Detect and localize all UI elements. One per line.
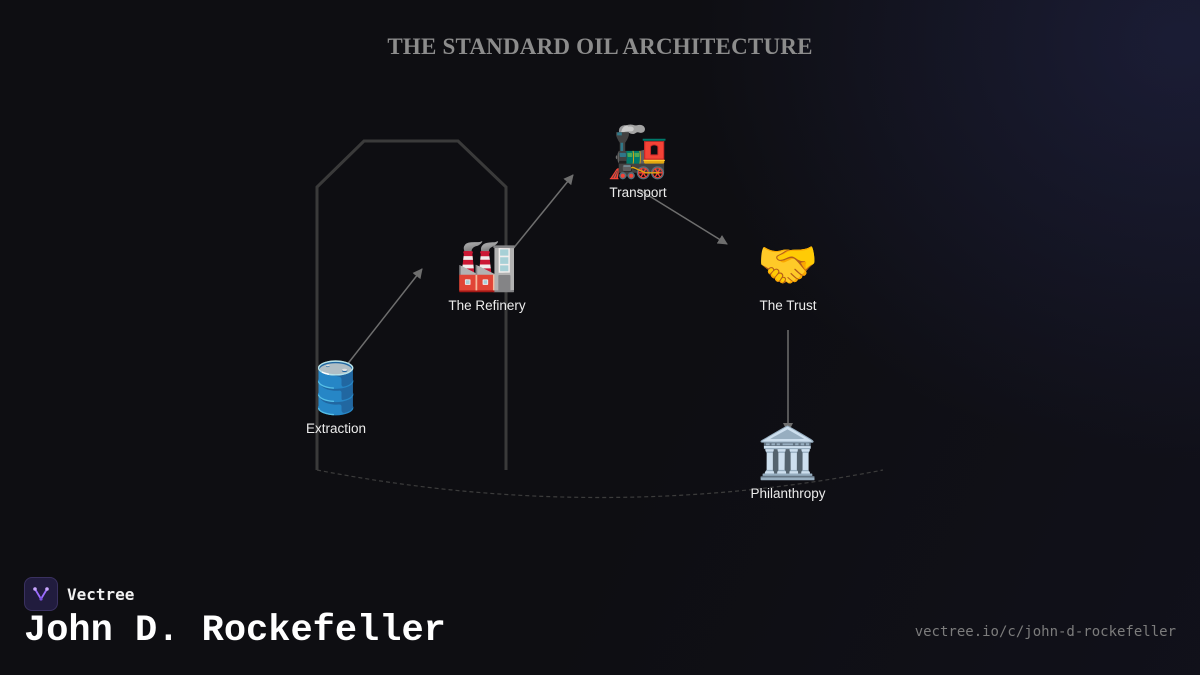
node-label: The Refinery	[448, 298, 526, 313]
person-name: John D. Rockefeller	[24, 610, 446, 652]
node-philanthropy[interactable]: 🏛️ Philanthropy	[718, 424, 858, 501]
vectree-logo-icon	[24, 577, 58, 611]
classical-building-icon: 🏛️	[756, 425, 820, 481]
factory-icon: 🏭	[455, 237, 519, 293]
edge-transport-to-trust	[637, 188, 728, 245]
node-refinery[interactable]: 🏭 The Refinery	[417, 236, 557, 313]
ground-arc	[316, 469, 884, 499]
node-label: Philanthropy	[750, 486, 826, 501]
brand[interactable]: Vectree	[24, 577, 134, 611]
silo-outline	[315, 139, 508, 470]
node-label: The Trust	[759, 298, 817, 313]
brand-name: Vectree	[67, 584, 135, 604]
node-label: Transport	[609, 185, 667, 200]
oil-drum-icon: 🛢️	[304, 360, 368, 416]
node-transport[interactable]: 🚂 Transport	[568, 123, 708, 200]
edge-extraction-to-refinery	[345, 268, 423, 367]
node-extraction[interactable]: 🛢️ Extraction	[266, 359, 406, 436]
handshake-icon: 🤝	[756, 237, 820, 293]
node-label: Extraction	[305, 421, 367, 436]
edge-refinery-to-transport	[511, 174, 574, 251]
locomotive-icon: 🚂	[606, 124, 670, 180]
diagram-title: THE STANDARD OIL ARCHITECTURE	[387, 34, 813, 59]
page-url[interactable]: vectree.io/c/john-d-rockefeller	[914, 624, 1176, 640]
node-trust[interactable]: 🤝 The Trust	[718, 236, 858, 313]
